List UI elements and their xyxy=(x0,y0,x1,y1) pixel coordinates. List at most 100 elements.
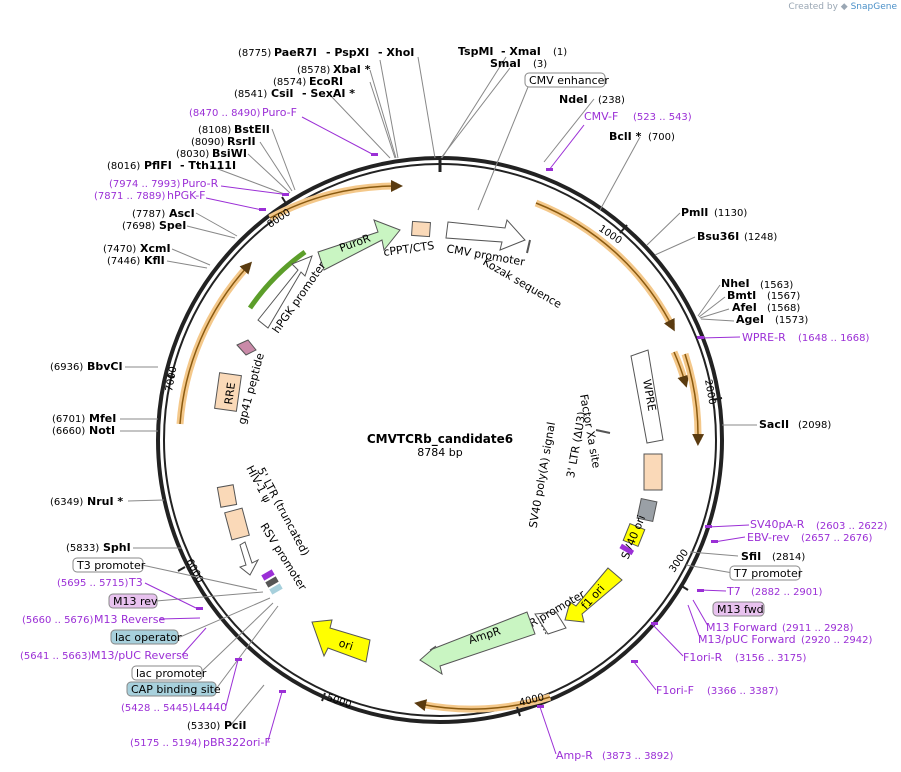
wpre-label: WPRE xyxy=(640,378,658,412)
m13-rev-label: M13 rev xyxy=(113,595,158,608)
smai-pos: (3) xyxy=(533,59,547,70)
f1ori-r-name: F1ori-R xyxy=(683,651,723,664)
paer7i-pos: (8775) xyxy=(238,48,271,59)
snapgene-credit: Created by ◆ SnapGene xyxy=(788,2,897,12)
lac-promoter-label: lac promoter xyxy=(136,667,207,680)
ltr5-box xyxy=(216,484,238,508)
kozak-mark xyxy=(526,239,531,254)
asci-name: AscI xyxy=(169,207,195,220)
puro-r-pos: (7974 .. 7993) xyxy=(109,179,181,190)
sv40ori-box xyxy=(622,523,646,547)
mfei-pos: (6701) xyxy=(52,414,85,425)
nrui-name: NruI * xyxy=(87,495,123,508)
t7-promoter-label: T7 promoter xyxy=(733,567,803,580)
m13puc-forward-name: M13/pUC Forward xyxy=(698,633,796,646)
amp-r-pos: (3873 .. 3892) xyxy=(602,751,674,762)
pflfi-pos: (8016) xyxy=(107,161,140,172)
puro-orf-arc xyxy=(247,249,307,310)
bbvci-name: BbvCI xyxy=(87,360,123,373)
tth111i-name: - Tth111I xyxy=(180,159,236,172)
rsrii-name: RsrII xyxy=(227,135,256,148)
sv40pa-r-pos: (2603 .. 2622) xyxy=(816,521,888,532)
ori-arrow xyxy=(311,619,371,663)
ltr3-box xyxy=(643,453,663,491)
m13puc-forward-pos: (2920 .. 2942) xyxy=(801,635,873,646)
bsteii-pos: (8108) xyxy=(198,125,231,136)
leader-lines xyxy=(120,56,757,727)
factor-xa-mark xyxy=(595,429,611,434)
bsu36i-name: Bsu36I xyxy=(697,230,739,243)
sv40pa-box xyxy=(636,497,658,523)
cap-binding-site-label: CAP binding site xyxy=(131,683,221,696)
csii-pos: (8541) xyxy=(234,89,267,100)
tick-5000: 5000 xyxy=(325,692,353,710)
smai-name: SmaI xyxy=(490,57,521,70)
ecori-name: EcoRI xyxy=(309,75,343,88)
tick-6000: 6000 xyxy=(183,557,205,585)
m13-forward-name: M13 Forward xyxy=(706,621,777,634)
sphi-name: SphI xyxy=(103,541,131,554)
sfii-name: SfiI xyxy=(741,550,761,563)
mfei-name: MfeI xyxy=(89,412,116,425)
wpre-box xyxy=(630,349,664,444)
tick-2000: 2000 xyxy=(702,379,717,406)
cmv-f-name: CMV-F xyxy=(584,110,618,123)
sv40ori-label: SV40 ori xyxy=(619,513,648,561)
f1ori-arrow xyxy=(564,567,623,623)
ebv-rev-name: EBV-rev xyxy=(747,531,790,544)
xmai-name: - XmaI xyxy=(501,45,541,58)
hpgk-f-pos: (7871 .. 7889) xyxy=(94,191,166,202)
enzyme-labels-left[interactable]: (8108) BstEII (8090) RsrII (8030) BsiWI … xyxy=(50,123,270,732)
plasmid-name: CMVTCRb_candidate6 xyxy=(367,432,513,447)
ampr-promoter-box xyxy=(534,611,567,635)
bcli-pos: (700) xyxy=(648,132,675,143)
puro-f-pos: (8470 .. 8490) xyxy=(189,108,261,119)
kfli-name: KflI xyxy=(144,254,165,267)
pflfi-name: PflFI xyxy=(144,159,172,172)
tspmi-name: TspMI xyxy=(458,45,494,58)
m13-forward-pos: (2911 .. 2928) xyxy=(782,623,854,634)
spei-name: SpeI xyxy=(159,219,186,232)
m13puc-reverse-pos: (5641 .. 5663) xyxy=(20,651,92,662)
noti-pos: (6660) xyxy=(52,426,85,437)
plasmid-size: 8784 bp xyxy=(417,446,462,459)
xbai-name: XbaI * xyxy=(333,63,371,76)
lac-operator-label: lac operator xyxy=(115,631,182,644)
ndei-pos: (238) xyxy=(598,95,625,106)
pcii-pos: (5330) xyxy=(187,721,220,732)
enzyme-labels-top[interactable]: (8775) PaeR7I - PspXI - XhoI TspMI - Xma… xyxy=(234,45,675,143)
paer7i-name: PaeR7I xyxy=(274,46,317,59)
gp41-box xyxy=(236,339,257,356)
pmli-name: PmlI xyxy=(681,206,708,219)
afei-name: AfeI xyxy=(732,301,757,314)
l4440-name: L4440 xyxy=(193,701,227,714)
noti-name: NotI xyxy=(89,424,115,437)
f1ori-f-name: F1ori-F xyxy=(656,684,694,697)
rre-label: RRE xyxy=(222,382,238,406)
pbr322-pos: (5175 .. 5194) xyxy=(130,738,202,749)
puro-f-name: Puro-F xyxy=(262,106,297,119)
boxed-labels[interactable]: CMV enhancer T7 promoter M13 fwd T3 prom… xyxy=(72,72,803,697)
t3-pos: (5695 .. 5715) xyxy=(57,578,129,589)
bsiwi-name: BsiWI xyxy=(212,147,247,160)
l4440-pos: (5428 .. 5445) xyxy=(121,703,193,714)
pmli-pos: (1130) xyxy=(714,208,747,219)
f1ori-f-pos: (3366 .. 3387) xyxy=(707,686,779,697)
pcii-name: PciI xyxy=(224,719,246,732)
m13-reverse-pos: (5660 .. 5676) xyxy=(22,615,94,626)
enzyme-labels-right[interactable]: PmlI (1130) Bsu36I (1248) NheI (1563) Bm… xyxy=(681,206,831,563)
agei-name: AgeI xyxy=(736,313,764,326)
puro-r-name: Puro-R xyxy=(182,177,219,190)
nrui-pos: (6349) xyxy=(50,497,83,508)
hiv-box xyxy=(224,507,250,541)
bmti-name: BmtI xyxy=(727,289,756,302)
sphi-pos: (5833) xyxy=(66,543,99,554)
bmti-pos: (1567) xyxy=(767,291,800,302)
nhei-name: NheI xyxy=(721,277,750,290)
m13-reverse-name: M13 Reverse xyxy=(94,613,165,626)
wpre-r-pos: (1648 .. 1668) xyxy=(798,333,870,344)
primer-labels[interactable]: (8470 .. 8490) Puro-F CMV-F (523 .. 543)… xyxy=(20,106,888,762)
sexai-name: - SexAI * xyxy=(302,87,355,100)
rsrii-pos: (8090) xyxy=(191,137,224,148)
m13-fwd-label: M13 fwd xyxy=(717,603,764,616)
